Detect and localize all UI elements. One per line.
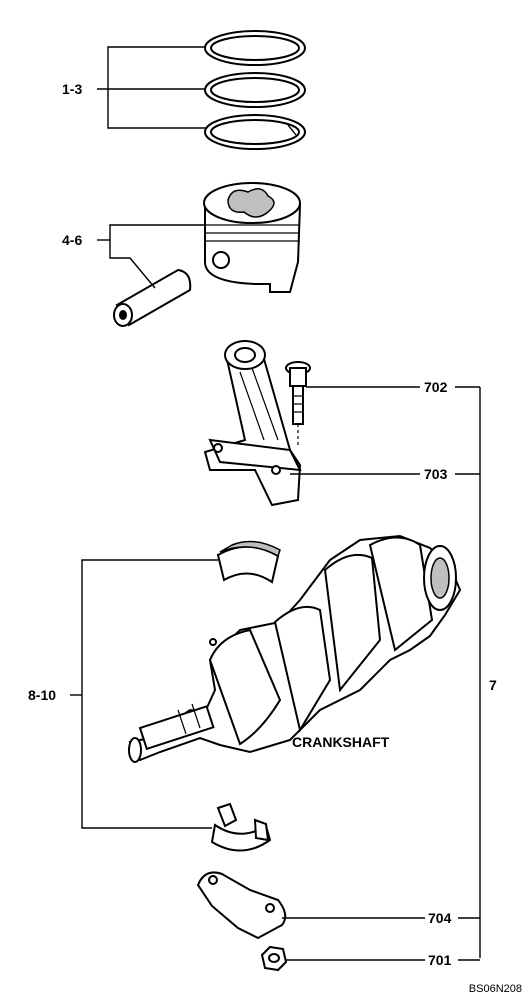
rings-callout: 1-3 (62, 46, 206, 129)
drawing-number: BS06N208 (469, 983, 522, 995)
bearings-callout: 8-10 (28, 559, 218, 829)
upper-bearing-shell (216, 540, 281, 584)
piston (203, 182, 302, 293)
nut (260, 945, 288, 972)
rod-callouts: 702 703 7 (290, 379, 497, 958)
label-thrust: 704 (428, 910, 452, 926)
label-cap: 703 (424, 466, 448, 482)
label-piston: 4-6 (62, 232, 82, 248)
piston-rings (204, 30, 306, 150)
label-crankshaft: CRANKSHAFT (292, 734, 390, 750)
connecting-rod (203, 340, 302, 507)
label-group: 7 (489, 677, 497, 693)
lower-bearing-shell (210, 802, 272, 852)
crankshaft (128, 534, 462, 763)
label-nut: 701 (428, 952, 452, 968)
piston-pin (113, 268, 192, 327)
thrust-bearing (196, 871, 287, 940)
label-bolt: 702 (424, 379, 448, 395)
label-rings: 1-3 (62, 81, 82, 97)
label-bearings: 8-10 (28, 687, 56, 703)
piston-callout: 4-6 (62, 224, 205, 289)
rod-bolt (285, 361, 311, 448)
